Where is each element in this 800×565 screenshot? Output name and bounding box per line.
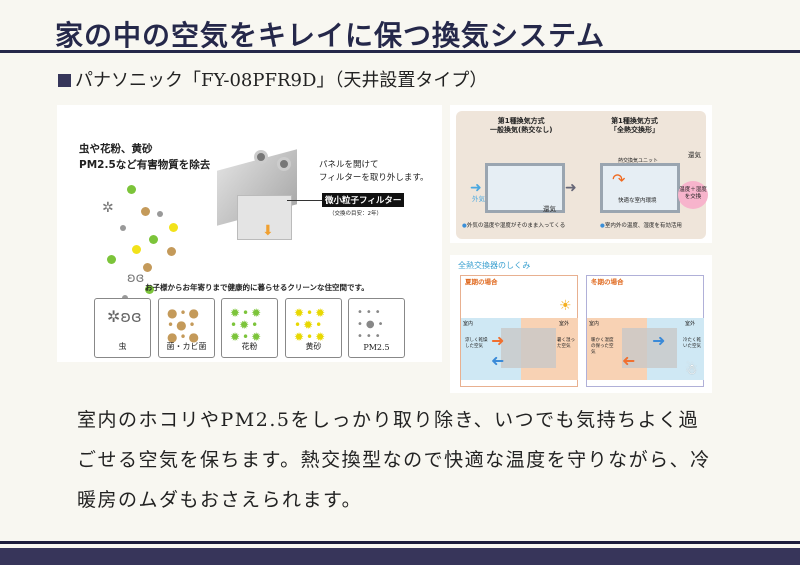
unit-label: 熱交換気ユニット xyxy=(618,158,659,164)
instruction-line: フィルターを取り外します。 xyxy=(319,173,429,183)
category-mold: ●•●•●•●•●菌・カビ菌 xyxy=(158,298,215,358)
winter-panel: 冬期の場合 ➜ ➜ 室内 室外 暖かく湿度の保った空気 冷たく乾いた空気 ☃ xyxy=(586,275,704,387)
mechanism-title: 全熱交換器のしくみ xyxy=(458,261,531,270)
bug-icon: ✲ xyxy=(102,200,114,216)
headline-line: 虫や花粉、黄砂 xyxy=(79,143,153,155)
right-caption: ●室内外の温度、湿度を有効活用 xyxy=(600,223,682,229)
description-text: 室内のホコリやPM2.5をしっかり取り除き、いつでも気持ちよく過ごせる空気を保ち… xyxy=(77,409,711,511)
category-pm25: ••••●••••PM2.5 xyxy=(348,298,405,358)
warm-air-arrow-icon: ➜ xyxy=(622,351,636,370)
summer-panel: 夏期の場合 ➜ ➜ 室内 室外 涼しく乾燥した空気 暑く湿った空気 ☀ xyxy=(460,275,578,387)
filter-illustration: 虫や花粉、黄砂 PM2.5など有害物質を除去 ✲ ʚɞ ⬇ パネルを開けて フィ… xyxy=(57,105,442,362)
headline-line: PM2.5など有害物質を除去 xyxy=(79,159,211,171)
product-subtitle: パナソニック「FY-08PFR9D」（天井設置タイプ） xyxy=(58,66,487,92)
title-divider xyxy=(0,50,800,53)
exhaust-label: 還気 xyxy=(688,151,701,159)
sun-icon: ☀ xyxy=(559,298,572,314)
subtitle-text: パナソニック「FY-08PFR9D」（天井設置タイプ） xyxy=(75,70,488,91)
filter-panel xyxy=(237,195,292,240)
duct-icon xyxy=(254,150,268,164)
category-pollen: ✹•✹•✹•✹•✹花粉 xyxy=(221,298,278,358)
left-title: 第1種換気方式一般換気(熱交なし) xyxy=(490,117,553,134)
square-bullet-icon xyxy=(58,74,71,87)
cold-air-arrow-icon: ➜ xyxy=(652,331,666,350)
snowman-icon: ☃ xyxy=(685,362,698,378)
heat-exchanger-mechanism: 全熱交換器のしくみ 夏期の場合 ➜ ➜ 室内 室外 涼しく乾燥した空気 暑く湿っ… xyxy=(450,255,712,393)
headline: 虫や花粉、黄砂 PM2.5など有害物質を除去 xyxy=(79,141,210,173)
duct-icon xyxy=(277,157,291,171)
right-title: 第1種換気方式「全熱交換形」 xyxy=(610,117,659,134)
footer-divider xyxy=(0,541,800,544)
instruction: パネルを開けて フィルターを取り外します。 xyxy=(319,159,428,185)
airflow-arrow-icon: ↷ xyxy=(612,170,626,189)
page-title: 家の中の空気をキレイに保つ換気システム xyxy=(55,19,606,52)
house-heat-exchange xyxy=(600,163,680,213)
butterfly-icon: ʚɞ xyxy=(127,271,145,286)
left-caption: ●外気の温度や湿度がそのまま入ってくる xyxy=(462,223,566,229)
hot-air-arrow-icon: ➜ xyxy=(491,331,505,350)
instruction-line: パネルを開けて xyxy=(319,160,379,170)
intake-arrow-icon: ➜ xyxy=(470,180,482,196)
filter-label: 微小粒子フィルター xyxy=(322,193,405,207)
comfort-label: 快適な室内環境 xyxy=(618,198,657,204)
category-yellow-sand: ✹•✹•✹•✹•✹黄砂 xyxy=(285,298,342,358)
down-arrow-icon: ⬇ xyxy=(262,223,274,239)
cool-air-arrow-icon: ➜ xyxy=(491,351,505,370)
filter-note: （交換の目安：2年） xyxy=(329,211,382,217)
tagline: お子様からお年寄りまで健康的に暮らせるクリーンな住空間です。 xyxy=(145,283,369,292)
exhaust-arrow-icon: ➜ xyxy=(565,180,577,196)
footer-band xyxy=(0,548,800,565)
ventilation-comparison: 第1種換気方式一般換気(熱交なし) 第1種換気方式「全熱交換形」 ➜ ➜ 外気 … xyxy=(450,105,712,243)
house-general xyxy=(485,163,565,213)
room-air-label: 還気 xyxy=(543,205,556,213)
exchange-bubble: 温度＋湿度を交換 xyxy=(678,181,708,209)
outside-air-label: 外気 xyxy=(472,195,485,203)
